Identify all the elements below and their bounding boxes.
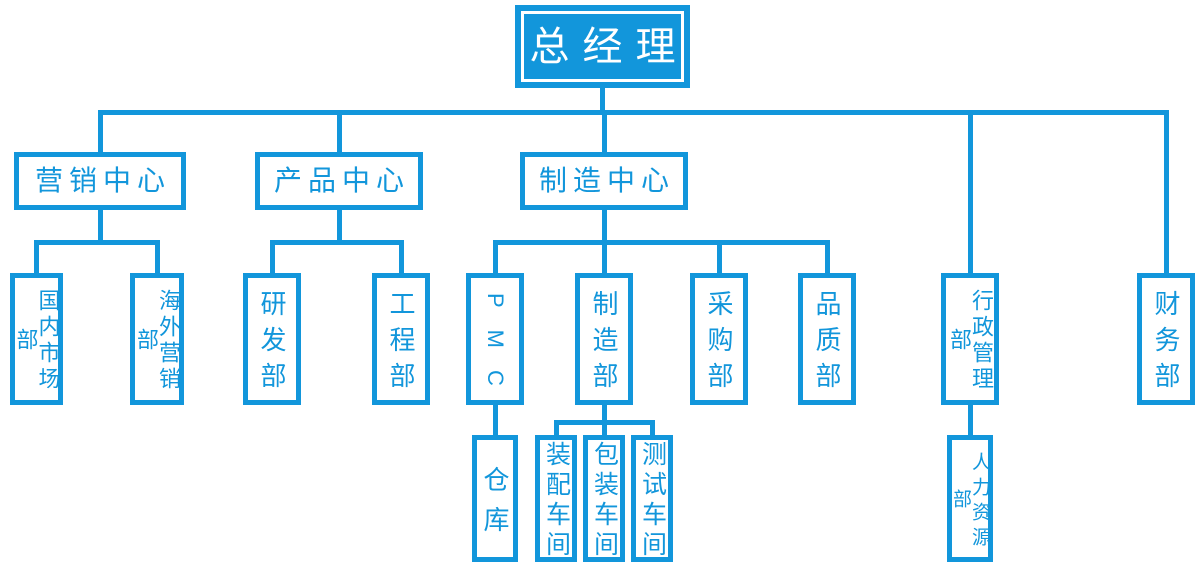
edge-manufacturing-dept [601, 242, 607, 273]
edge-purchasing [716, 242, 722, 273]
org-node-label: 装配车间 [542, 441, 571, 561]
org-node-label: 仓库 [480, 465, 510, 546]
edge-trunk-manufacturing-center [601, 113, 607, 152]
edge-testing-workshop [649, 422, 655, 435]
org-node-label: 制造部 [589, 290, 619, 398]
edge-manufacturing-riser [601, 405, 607, 422]
edge-manufacturing-center-riser [601, 210, 607, 242]
edge-domestic-market [34, 242, 39, 273]
org-node-label: 品质部 [812, 290, 842, 398]
edge-root-riser [600, 88, 605, 115]
org-node-finance-dept: 财务部 [1137, 273, 1195, 405]
org-node-packing-workshop: 包装车间 [583, 435, 625, 562]
org-node-marketing-center: 营销中心 [14, 152, 186, 210]
trunk-line [97, 110, 1169, 115]
org-node-label: 研发部 [257, 290, 287, 398]
org-node-assembly-workshop: 装配车间 [535, 435, 577, 562]
edge-quality [824, 242, 830, 273]
org-node-label: 采购部 [704, 290, 734, 398]
edge-packing-workshop [601, 422, 607, 435]
org-node-rnd-dept: 研发部 [243, 273, 301, 405]
edge-product-riser [336, 210, 342, 242]
org-node-testing-workshop: 测试车间 [631, 435, 673, 562]
org-node-label: 人力资源部 [950, 451, 990, 552]
manufacturing-center-bar [492, 240, 830, 245]
edge-pmc-warehouse [492, 405, 498, 435]
org-node-overseas-marketing-dept: 海外营销部 [130, 273, 184, 405]
org-node-label: 包装车间 [590, 441, 619, 561]
edge-assembly-workshop [553, 422, 559, 435]
org-node-purchasing-dept: 采购部 [690, 273, 748, 405]
org-node-label: 产品中心 [273, 165, 410, 196]
edge-trunk-admin [967, 113, 973, 273]
edge-marketing-riser [97, 210, 103, 242]
product-bar [269, 240, 404, 245]
org-node-general-manager-fill: 总经理 [524, 14, 681, 79]
org-node-label: 行政管理部 [947, 289, 994, 393]
org-node-label: 国内市场部 [13, 289, 61, 393]
edge-engineering [398, 242, 404, 273]
org-node-product-center: 产品中心 [255, 152, 423, 210]
org-node-quality-dept: 品质部 [798, 273, 856, 405]
org-node-manufacturing-dept: 制造部 [575, 273, 633, 405]
org-node-label: 营销中心 [34, 165, 171, 196]
org-node-label: 财务部 [1151, 290, 1181, 398]
marketing-bar [34, 240, 160, 245]
edge-pmc [492, 242, 498, 273]
edge-rnd [269, 242, 275, 273]
org-node-admin-dept: 行政管理部 [941, 273, 999, 405]
org-node-warehouse: 仓库 [472, 435, 518, 562]
org-node-pmc: PMC [466, 273, 524, 408]
org-node-engineering-dept: 工程部 [372, 273, 430, 405]
edge-trunk-product [336, 113, 342, 152]
org-node-general-manager: 总经理 [515, 5, 690, 88]
edge-overseas-marketing [154, 242, 160, 273]
edge-admin-hr [967, 404, 973, 435]
org-node-manufacturing-center: 制造中心 [520, 152, 688, 210]
org-node-label: 总经理 [529, 24, 689, 69]
org-node-label: 制造中心 [538, 165, 675, 196]
org-node-label: 工程部 [386, 290, 416, 398]
org-node-label: 海外营销部 [134, 289, 181, 393]
org-node-hr-dept: 人力资源部 [947, 435, 993, 562]
org-node-domestic-market-dept: 国内市场部 [10, 273, 63, 405]
org-node-label: 测试车间 [638, 441, 667, 561]
edge-trunk-finance [1163, 113, 1169, 273]
edge-trunk-marketing [97, 113, 103, 152]
org-node-label: PMC [483, 292, 508, 408]
